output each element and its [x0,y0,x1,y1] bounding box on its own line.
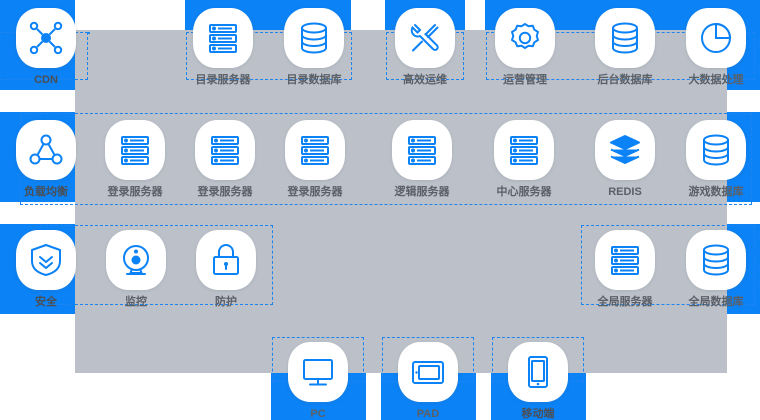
node-label: REDIS [608,186,642,198]
database-icon [284,8,344,68]
node-label: 中心服务器 [496,186,552,198]
layers-stack-icon [595,120,655,180]
tablet-icon [398,342,458,402]
node-security[interactable]: 安全 [9,230,83,309]
camera-monitor-icon [106,230,166,290]
node-label: 防护 [215,296,237,308]
node-label: PAD [416,408,440,420]
node-label: 目录服务器 [195,74,251,86]
node-monitoring[interactable]: 监控 [99,230,173,309]
node-label: 负载均衡 [24,186,68,198]
shield-icon [16,230,76,290]
node-label: CDN [34,74,58,86]
node-mobile[interactable]: 移动端 [501,342,575,420]
node-cdn[interactable]: CDN [9,8,83,87]
node-label: 游戏数据库 [688,186,744,198]
cdn-group [88,32,90,34]
gear-icon [495,8,555,68]
load-balance-icon [16,120,76,180]
node-label: 登录服务器 [287,186,343,198]
server-rack-icon [193,8,253,68]
node-redis[interactable]: REDIS [588,120,662,199]
global-group [581,225,755,305]
node-label: 逻辑服务器 [394,186,450,198]
database-icon [686,230,746,290]
node-global-database[interactable]: 全局数据库 [679,230,753,309]
node-efficient-ops[interactable]: 高效运维 [388,8,462,87]
node-login-server-3[interactable]: 登录服务器 [278,120,352,199]
server-rack-icon [105,120,165,180]
node-label: 大数据处理 [688,74,744,86]
pie-chart-icon [686,8,746,68]
gray-backdrop-panel [75,30,727,373]
node-big-data[interactable]: 大数据处理 [679,8,753,87]
node-global-server[interactable]: 全局服务器 [588,230,662,309]
node-logic-server[interactable]: 逻辑服务器 [385,120,459,199]
directory-group [186,32,352,80]
tools-wrench-icon [395,8,455,68]
node-label: 移动端 [521,408,555,420]
node-load-balance[interactable]: 负载均衡 [9,120,83,199]
node-pc[interactable]: PC [281,342,355,420]
database-icon [686,120,746,180]
node-label: 全局数据库 [688,296,744,308]
node-game-database[interactable]: 游戏数据库 [679,120,753,199]
server-rack-icon [595,230,655,290]
node-label: 安全 [35,296,57,308]
desktop-monitor-icon [288,342,348,402]
node-pad[interactable]: PAD [391,342,465,420]
node-label: 监控 [125,296,147,308]
node-backend-database[interactable]: 后台数据库 [588,8,662,87]
node-operation-management[interactable]: 运营管理 [488,8,562,87]
node-label: 登录服务器 [107,186,163,198]
node-label: 目录数据库 [286,74,342,86]
server-rack-icon [494,120,554,180]
lock-icon [196,230,256,290]
node-label: 高效运维 [403,74,447,86]
node-directory-server[interactable]: 目录服务器 [186,8,260,87]
node-label: 全局服务器 [597,296,653,308]
node-login-server-2[interactable]: 登录服务器 [188,120,262,199]
node-label: PC [310,408,326,420]
node-center-server[interactable]: 中心服务器 [487,120,561,199]
smartphone-icon [508,342,568,402]
node-label: 后台数据库 [597,74,653,86]
server-rack-icon [195,120,255,180]
server-rack-icon [285,120,345,180]
node-directory-database[interactable]: 目录数据库 [277,8,351,87]
node-protection[interactable]: 防护 [189,230,263,309]
node-login-server-1[interactable]: 登录服务器 [98,120,172,199]
cdn-network-icon [16,8,76,68]
node-label: 运营管理 [503,74,547,86]
server-rack-icon [392,120,452,180]
database-icon [595,8,655,68]
node-label: 登录服务器 [197,186,253,198]
